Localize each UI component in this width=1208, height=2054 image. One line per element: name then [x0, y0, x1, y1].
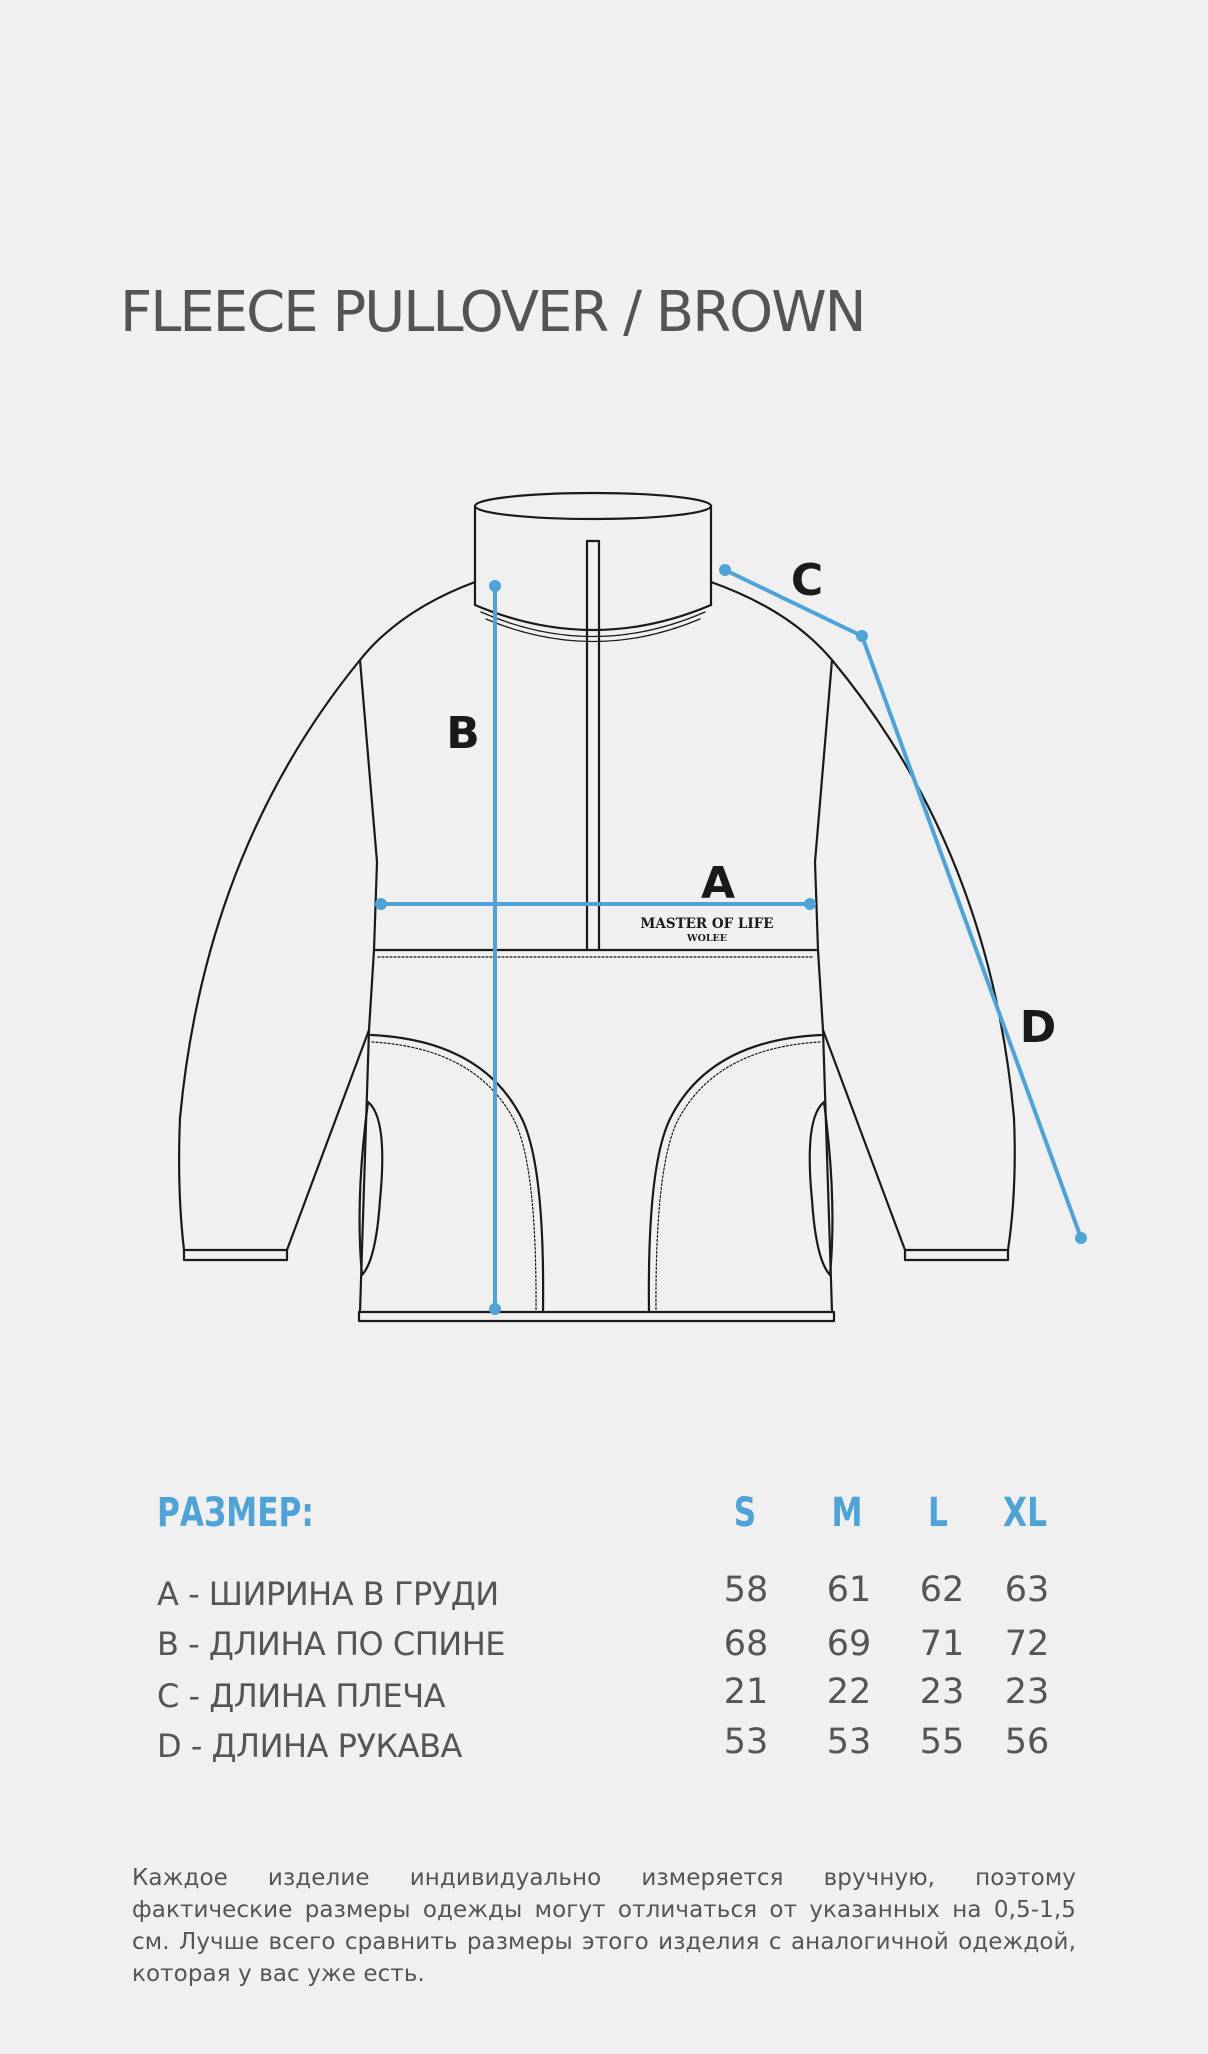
row-c-m: 22	[826, 1672, 872, 1712]
measure-line-c	[723, 568, 864, 638]
label-c: C	[791, 555, 823, 606]
size-diagram: MASTER OF LIFE WOLEE A B C D	[178, 491, 1087, 1323]
body-left-side	[358, 658, 379, 1314]
row-d-l: 55	[919, 1722, 965, 1762]
row-b-xl: 72	[1004, 1624, 1050, 1664]
measure-c-start-dot	[719, 564, 731, 576]
row-a-xl: 63	[1004, 1570, 1050, 1610]
measure-a-end-dot	[804, 898, 816, 910]
size-header-label: РАЗМЕР:	[157, 1490, 314, 1536]
left-sleeve-outer	[178, 580, 477, 1252]
row-b-s: 68	[723, 1624, 769, 1664]
collar-bottom-stitch	[480, 611, 706, 638]
row-a-s: 58	[723, 1570, 769, 1610]
row-label-b: B - ДЛИНА ПО СПИНЕ	[157, 1625, 506, 1663]
left-pocket	[369, 1033, 545, 1314]
row-label-d: D - ДЛИНА РУКАВА	[157, 1727, 462, 1765]
row-b-m: 69	[826, 1624, 872, 1664]
row-d-m: 53	[826, 1722, 872, 1762]
size-header-xl: XL	[1003, 1490, 1047, 1536]
measure-b-end-dot	[489, 1303, 501, 1315]
size-header-s: S	[733, 1490, 757, 1536]
measurement-lines	[375, 564, 1087, 1315]
row-a-m: 61	[826, 1570, 872, 1610]
measure-d-end-dot	[1075, 1232, 1087, 1244]
row-c-xl: 23	[1004, 1672, 1050, 1712]
left-sleeve-inner	[285, 1028, 371, 1252]
left-cuff	[182, 1248, 289, 1262]
size-header-m: M	[831, 1490, 863, 1536]
measure-a-start-dot	[375, 898, 387, 910]
right-cuff	[903, 1248, 1010, 1262]
collar-bottom-edge	[485, 618, 701, 643]
label-d: D	[1020, 1002, 1057, 1053]
left-pocket-stitch	[371, 1041, 537, 1313]
size-header-l: L	[928, 1490, 948, 1536]
chest-print-line1: MASTER OF LIFE	[640, 916, 773, 932]
row-d-s: 53	[723, 1722, 769, 1762]
row-d-xl: 56	[1004, 1722, 1050, 1762]
left-side-pocket	[358, 1100, 384, 1277]
collar-bottom	[473, 603, 713, 632]
chest-print-line2: WOLEE	[686, 933, 727, 944]
row-c-s: 21	[723, 1672, 769, 1712]
collar-top	[473, 491, 713, 521]
zipper-placket	[585, 539, 601, 952]
right-pocket	[647, 1033, 823, 1314]
row-label-c: C - ДЛИНА ПЛЕЧА	[157, 1677, 446, 1715]
label-b: B	[446, 708, 480, 759]
hem-band	[357, 1310, 836, 1323]
row-b-l: 71	[919, 1624, 965, 1664]
row-label-a: A - ШИРИНА В ГРУДИ	[157, 1575, 499, 1613]
body-right-side	[813, 658, 834, 1314]
measure-line-d	[860, 634, 1083, 1240]
measurement-labels: A B C D	[446, 555, 1056, 1053]
measurement-note: Каждое изделие индивидуально измеряется …	[132, 1865, 1076, 1987]
collar-sides	[473, 504, 713, 607]
right-pocket-stitch	[655, 1041, 821, 1313]
product-title: FLEECE PULLOVER / BROWN	[120, 280, 866, 345]
right-sleeve-outer	[709, 580, 1016, 1252]
right-side-pocket	[808, 1100, 834, 1277]
label-a: A	[701, 858, 735, 909]
right-sleeve-inner	[821, 1028, 907, 1252]
measure-b-start-dot	[489, 580, 501, 592]
row-c-l: 23	[919, 1672, 965, 1712]
pullover-outline	[178, 491, 1016, 1323]
row-a-l: 62	[919, 1570, 965, 1610]
